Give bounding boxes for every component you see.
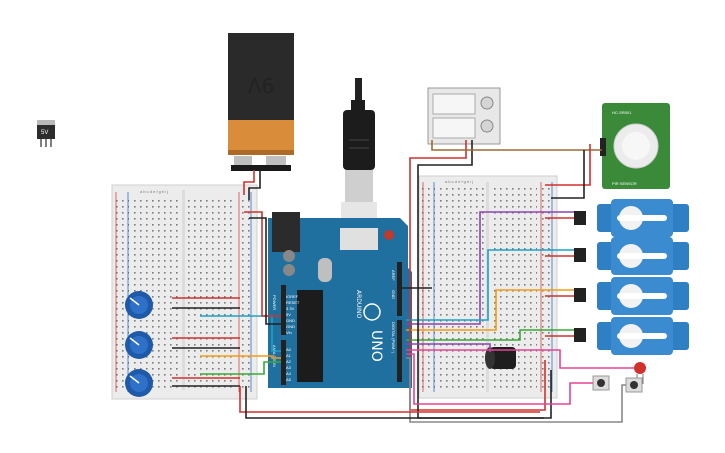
arduino-gnd-label: GND	[391, 290, 396, 299]
wire-psu-red	[409, 140, 546, 411]
wire-servo4-signal	[406, 329, 574, 341]
wire-battery-pos	[243, 170, 255, 195]
breadboard-left-columns: a b c d e f g h i j	[140, 189, 168, 194]
potentiometer-3[interactable]	[125, 369, 153, 397]
wire-bottom-red	[239, 386, 540, 413]
arduino-power-label: POWER	[272, 295, 277, 310]
arduino-pin-a1: A1	[286, 353, 292, 358]
arduino-pin-a5: A5	[286, 377, 292, 382]
wire-pir-red	[545, 144, 591, 186]
wire-servo3-signal	[406, 289, 574, 331]
wire-a0	[200, 315, 281, 352]
wire-a2	[200, 361, 281, 375]
arduino-digital-label: DIGITAL (PWM~)	[391, 322, 396, 354]
arduino-analog-label: ANALOG IN	[272, 345, 277, 367]
battery-label: 9V	[247, 73, 274, 97]
wire-a1	[200, 355, 281, 359]
wire-psu-black	[417, 140, 552, 419]
breadboard-left: a b c d e f g h i j	[111, 184, 258, 400]
wire-battery-neg	[248, 170, 261, 200]
arduino-pin-gnd2: GND	[286, 324, 295, 329]
arduino-pin-a2: A2	[286, 359, 292, 364]
battery-icon[interactable]: 9V	[228, 33, 294, 171]
arduino-pin-ioref: IOREF	[286, 294, 299, 299]
arduino-board[interactable]: ARDUINO UNO IOREF RESET 3.3V 5V GND GND …	[268, 212, 412, 388]
pir-top-label: HC-SR501	[612, 110, 632, 115]
pushbutton-1[interactable]	[592, 375, 610, 391]
arduino-pin-vin: Vin	[286, 330, 292, 335]
wire-gnd	[249, 217, 281, 325]
regulator-label: 5V	[41, 130, 48, 136]
wire-5v	[244, 211, 281, 317]
power-supply-icon[interactable]	[427, 87, 501, 145]
pushbutton-2[interactable]	[625, 377, 643, 393]
wire-servo1-signal	[406, 211, 574, 325]
pir-sensor-icon[interactable]: HC-SR501 PIR SENSOR	[600, 103, 670, 189]
regulator-icon[interactable]: 5V	[37, 120, 55, 147]
breadboard-right-columns: a b c d e f g h i j	[445, 179, 473, 184]
arduino-pin-3v3: 3.3V	[286, 306, 295, 311]
arduino-pin-a3: A3	[286, 365, 292, 370]
arduino-pin-reset: RESET	[286, 300, 300, 305]
arduino-aref-label: AREF	[391, 270, 396, 281]
potentiometer-2[interactable]	[125, 331, 153, 359]
arduino-pin-5v: 5V	[286, 312, 291, 317]
breadboard-right: a b c d e f g h i j	[418, 175, 558, 399]
wire-button1	[406, 353, 593, 405]
wire-button2	[406, 357, 626, 423]
arduino-brand: ARDUINO	[355, 290, 362, 319]
pir-bottom-label: PIR SENSOR	[612, 181, 637, 186]
arduino-pin-a0: A0	[286, 347, 292, 352]
servo-2[interactable]	[574, 237, 689, 275]
servo-4[interactable]	[574, 317, 689, 355]
wire-servo2-signal	[406, 249, 574, 321]
wire-pir-brown	[431, 140, 602, 151]
wire-pir-black	[551, 150, 585, 199]
wire-led	[406, 349, 634, 369]
arduino-model: UNO	[368, 330, 384, 362]
servo-3[interactable]	[574, 277, 689, 315]
potentiometer-1[interactable]	[125, 291, 153, 319]
arduino-pin-gnd1: GND	[286, 318, 295, 323]
arduino-pin-a4: A4	[286, 371, 292, 376]
wire-bottom-black	[245, 386, 544, 419]
buzzer-icon[interactable]	[485, 347, 516, 369]
servo-1[interactable]	[574, 199, 689, 237]
wires	[172, 140, 634, 423]
